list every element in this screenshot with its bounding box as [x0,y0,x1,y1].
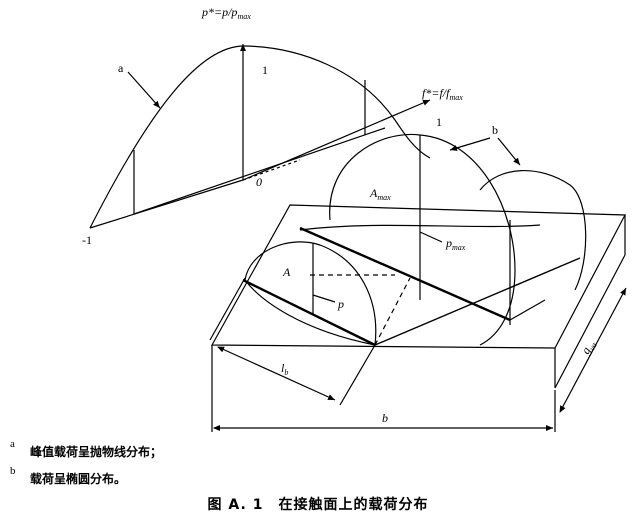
base-axis [89,179,244,229]
label-lb: lb [281,361,288,377]
ellipse-small [244,241,377,346]
label-b-dim: b [382,411,388,425]
lb-dimension [217,346,336,401]
label-b-top: b [492,123,498,137]
label-g: gva [578,338,598,357]
f-axis [242,99,431,181]
label-area-a: A [282,265,291,279]
f-axis-label: f*=f/fmax [422,86,463,102]
note-text-a: 峰值载荷呈抛物线分布； [30,445,163,459]
ellipse-max [329,133,516,346]
ellipse-right [479,169,587,291]
note-key-a: a [10,438,15,450]
tick-one-horizontal: 1 [436,115,442,129]
g-dimension [559,287,627,413]
label-a-max: Amax [369,186,391,202]
leader-a [127,71,161,109]
parabola-curve [89,45,431,229]
label-p-max: pmax [445,236,466,252]
note-key-b: b [10,465,16,477]
tick-one-vertical: 1 [262,63,268,77]
tick-minus-one: -1 [82,233,92,247]
leader-b-left [449,137,491,151]
label-p: p [337,297,344,311]
figure-caption: 图 A. 1 在接触面上的载荷分布 [207,497,429,513]
origin-label: 0 [256,175,262,189]
p-axis-label: p*=p/pmax [201,5,251,21]
leader-b-right [497,137,521,166]
label-a: a [118,61,124,75]
note-text-b: 载荷呈椭圆分布。 [30,472,127,486]
